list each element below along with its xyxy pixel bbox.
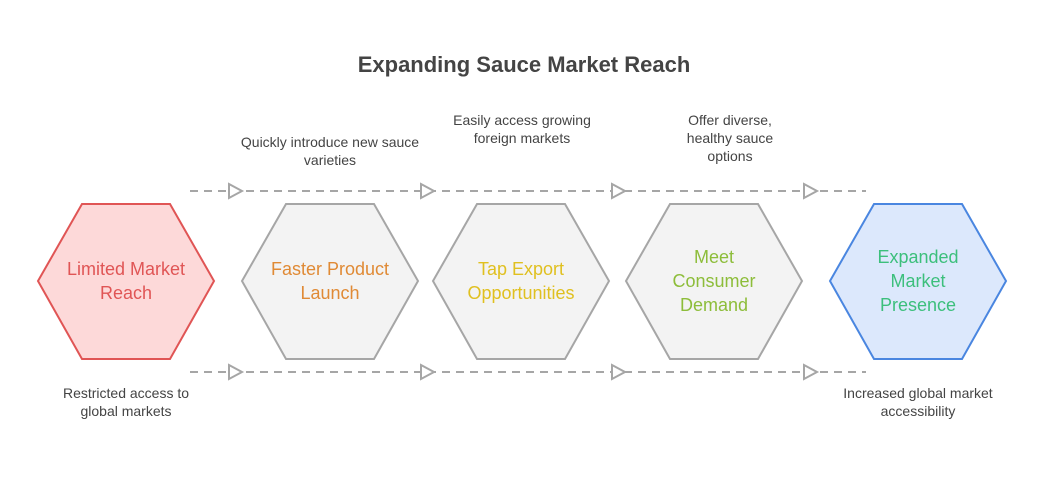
hexagon-step-3 bbox=[431, 203, 611, 360]
hexagon-step-1 bbox=[36, 203, 216, 360]
diagram-title: Expanding Sauce Market Reach bbox=[357, 52, 691, 77]
top-note-2: Easily access growing foreign markets bbox=[453, 112, 591, 146]
bottom-note-2: Increased global market accessibility bbox=[843, 385, 993, 419]
arrow-icon bbox=[420, 363, 437, 381]
arrow-icon bbox=[611, 363, 628, 381]
hexagon-step-4 bbox=[624, 203, 804, 360]
arrow-icon bbox=[420, 182, 437, 200]
step-label-4: Meet Consumer Demand bbox=[672, 247, 756, 315]
arrow-icon bbox=[228, 182, 245, 200]
top-note-3: Offer diverse, healthy sauce options bbox=[686, 112, 774, 164]
arrow-icon bbox=[611, 182, 628, 200]
step-label-1: Limited Market Reach bbox=[66, 259, 186, 303]
step-label-5: Expanded Market Presence bbox=[877, 247, 959, 315]
step-label-3: Tap Export Opportunities bbox=[467, 259, 575, 303]
arrow-icon bbox=[803, 182, 820, 200]
step-label-2: Faster Product Launch bbox=[270, 259, 390, 303]
top-note-1: Quickly introduce new sauce varieties bbox=[240, 134, 420, 168]
bottom-note-1: Restricted access to global markets bbox=[62, 385, 190, 419]
hexagon-step-2 bbox=[240, 203, 420, 360]
arrow-icon bbox=[803, 363, 820, 381]
arrow-icon bbox=[228, 363, 245, 381]
hexagon-step-5 bbox=[828, 203, 1008, 360]
